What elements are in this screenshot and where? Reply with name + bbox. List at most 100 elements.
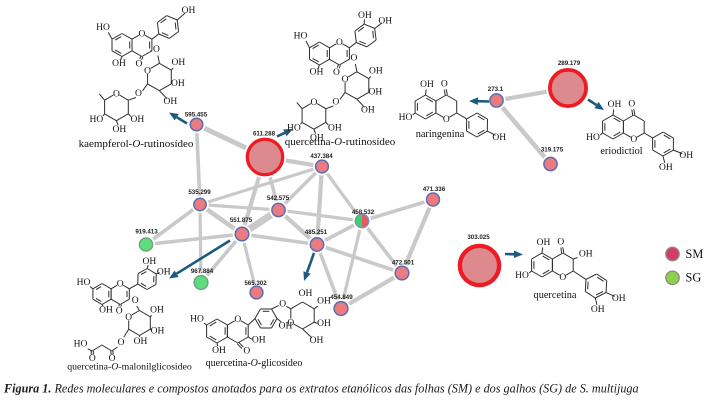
svg-text:O: O (342, 75, 349, 85)
svg-text:Figura 1. Redes moleculares e: Figura 1. Redes moleculares e compostos … (3, 382, 639, 396)
svg-text:O: O (144, 66, 151, 76)
svg-text:SG: SG (686, 271, 702, 285)
svg-text:O: O (89, 354, 96, 364)
svg-text:OH: OH (591, 305, 605, 315)
svg-text:O: O (630, 135, 637, 145)
svg-text:542.575: 542.575 (267, 195, 290, 202)
svg-text:OH: OH (157, 267, 171, 277)
svg-text:O: O (443, 115, 450, 125)
svg-text:O: O (287, 318, 294, 328)
svg-text:O: O (135, 60, 142, 70)
svg-text:OH: OH (310, 336, 324, 346)
svg-text:HO: HO (74, 340, 88, 350)
svg-text:quercetina-O-malonilglicosideo: quercetina-O-malonilglicosideo (67, 362, 192, 373)
svg-text:HO: HO (515, 271, 529, 281)
svg-text:458.532: 458.532 (352, 209, 375, 216)
svg-text:437.384: 437.384 (310, 153, 333, 160)
svg-text:OH: OH (328, 124, 342, 134)
svg-text:quercetina: quercetina (534, 290, 577, 301)
svg-text:OH: OH (279, 322, 293, 332)
svg-text:OH: OH (171, 79, 185, 89)
svg-text:919.413: 919.413 (135, 229, 158, 236)
svg-text:O: O (234, 315, 241, 325)
svg-text:O: O (109, 354, 116, 364)
svg-text:OH: OH (358, 11, 372, 21)
svg-text:HO: HO (90, 115, 104, 125)
svg-text:OH: OH (317, 319, 331, 329)
svg-text:OH: OH (164, 97, 178, 107)
svg-text:O: O (132, 296, 139, 306)
svg-text:OH: OH (679, 151, 693, 161)
svg-text:OH: OH (134, 337, 148, 347)
svg-text:OH: OH (113, 125, 127, 135)
svg-text:HO: HO (294, 32, 308, 42)
svg-text:273.1: 273.1 (488, 86, 504, 93)
svg-text:SM: SM (686, 247, 704, 261)
svg-text:289.179: 289.179 (558, 60, 581, 67)
svg-text:OH: OH (659, 163, 673, 173)
svg-text:HO: HO (399, 113, 413, 123)
svg-text:454.849: 454.849 (330, 294, 353, 301)
svg-text:OH: OH (151, 327, 165, 337)
svg-text:OH: OH (608, 100, 622, 110)
svg-text:OH: OH (252, 336, 266, 346)
svg-text:kaempferol-O-rutinosídeo: kaempferol-O-rutinosídeo (79, 138, 194, 150)
svg-text:O: O (243, 347, 250, 357)
svg-text:967.884: 967.884 (191, 268, 214, 275)
svg-text:319.175: 319.175 (541, 147, 564, 154)
svg-text:naringenina: naringenina (416, 129, 465, 140)
svg-text:O: O (279, 300, 286, 310)
svg-text:OH: OH (369, 88, 383, 98)
svg-text:O: O (350, 54, 357, 64)
svg-text:HO: HO (77, 278, 91, 288)
svg-text:565.302: 565.302 (244, 280, 267, 287)
svg-text:quercetina-O-glicosídeo: quercetina-O-glicosídeo (206, 358, 303, 369)
svg-text:quercetina-O-rutinosídeo: quercetina-O-rutinosídeo (285, 136, 396, 148)
svg-text:OH: OH (212, 346, 226, 356)
svg-text:471.336: 471.336 (423, 186, 446, 193)
svg-text:OH: OH (99, 306, 113, 316)
svg-text:OH: OH (537, 238, 551, 248)
svg-text:595.455: 595.455 (185, 112, 208, 119)
svg-text:O: O (113, 90, 120, 100)
svg-text:OH: OH (420, 80, 434, 90)
svg-text:OH: OH (361, 106, 375, 116)
svg-text:HO: HO (287, 124, 301, 134)
svg-text:eriodictiol: eriodictiol (600, 146, 642, 157)
svg-text:O: O (138, 30, 145, 40)
svg-text:OH: OH (299, 289, 313, 299)
svg-text:O: O (336, 38, 343, 48)
svg-text:OH: OH (612, 294, 626, 304)
svg-text:OH: OH (182, 6, 196, 16)
svg-text:O: O (441, 80, 448, 90)
svg-text:OH: OH (143, 257, 157, 267)
svg-text:OH: OH (310, 68, 324, 78)
svg-text:O: O (135, 89, 142, 99)
svg-text:OH: OH (172, 58, 186, 68)
svg-text:O: O (125, 313, 132, 323)
svg-text:535.299: 535.299 (188, 189, 211, 196)
svg-text:O: O (310, 98, 317, 108)
svg-text:O: O (117, 280, 124, 290)
svg-text:551.875: 551.875 (230, 217, 253, 224)
svg-text:OH: OH (131, 115, 145, 125)
svg-text:OH: OH (317, 297, 331, 307)
svg-text:O: O (118, 338, 125, 348)
svg-text:611.288: 611.288 (253, 131, 276, 138)
svg-text:OH: OH (378, 16, 392, 26)
svg-text:OH: OH (369, 67, 383, 77)
svg-text:OH: OH (492, 133, 506, 143)
svg-text:O: O (153, 45, 160, 55)
svg-text:OH: OH (150, 306, 164, 316)
svg-text:O: O (333, 68, 340, 78)
svg-text:O: O (116, 307, 123, 317)
svg-text:O: O (559, 273, 566, 283)
svg-text:472.501: 472.501 (392, 260, 415, 267)
svg-text:OH: OH (112, 59, 126, 69)
svg-text:HO: HO (586, 133, 600, 143)
svg-text:OH: OH (579, 250, 593, 260)
svg-text:303.025: 303.025 (467, 234, 490, 241)
svg-text:HO: HO (96, 23, 110, 33)
svg-text:O: O (557, 238, 564, 248)
svg-text:HO: HO (190, 315, 204, 325)
